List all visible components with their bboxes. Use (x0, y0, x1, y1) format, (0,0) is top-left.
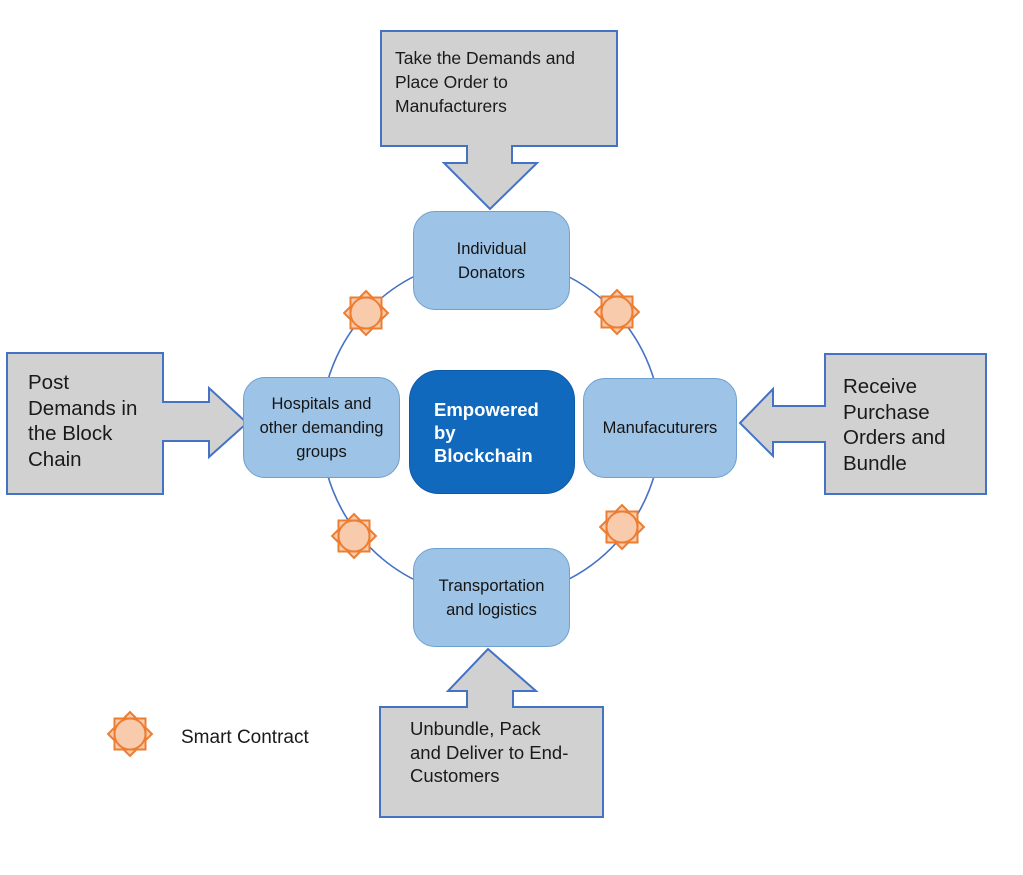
callout-arrow-bottom (379, 647, 604, 818)
node-manufacturers: Manufacuturers (583, 378, 737, 478)
legend-smart-contract-icon (107, 711, 153, 757)
callout-top-label: Take the Demands and Place Order to Manu… (395, 48, 575, 116)
callout-arrow-top (380, 30, 618, 211)
node-empowered-by-blockchain: Empowered by Blockchain (409, 370, 575, 494)
callout-right-label: Receive Purchase Orders and Bundle (843, 375, 946, 475)
smart-contract-icon (599, 504, 645, 550)
callout-arrow-right (738, 353, 987, 495)
smart-contract-icon (594, 289, 640, 335)
node-hospitals-demanding-groups: Hospitals and other demanding groups (243, 377, 400, 478)
node-individual-donators: Individual Donators (413, 211, 570, 310)
legend-label: Smart Contract (181, 727, 309, 748)
node-transportation-logistics: Transportation and logistics (413, 548, 570, 647)
smart-contract-icon (343, 290, 389, 336)
callout-arrow-left (6, 352, 249, 495)
callout-bottom-label: Unbundle, Pack and Deliver to End- Custo… (410, 718, 569, 786)
callout-left-label: Post Demands in the Block Chain (28, 371, 138, 471)
smart-contract-icon (331, 513, 377, 559)
